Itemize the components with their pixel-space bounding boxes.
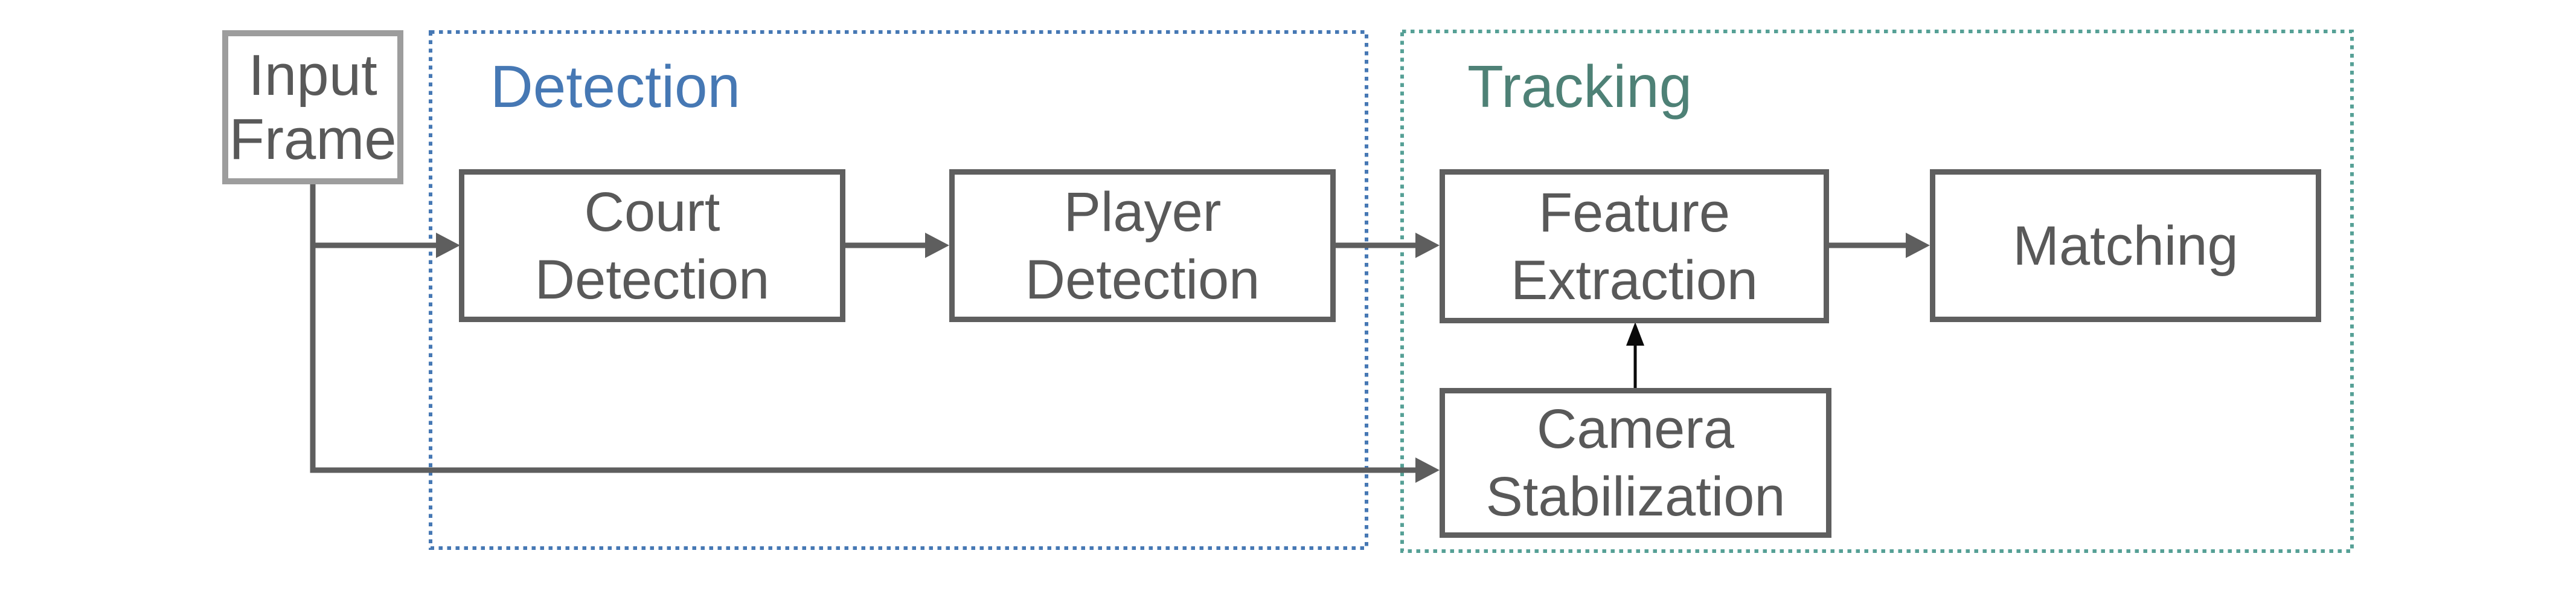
node-label-line: Player	[1063, 181, 1222, 243]
arrowhead	[1906, 233, 1930, 258]
edge-feature-extraction-to-matching	[1827, 233, 1930, 258]
node-label-line: Matching	[2013, 215, 2238, 277]
arrowhead	[1415, 457, 1440, 483]
node-label-line: Frame	[229, 106, 397, 172]
detection-group-label: Detection	[490, 53, 741, 120]
node-label-line: Detection	[534, 248, 770, 311]
node-matching: Matching	[1930, 169, 2321, 322]
node-label-line: Camera	[1536, 398, 1735, 460]
arrowhead	[436, 233, 460, 258]
node-label-line: Feature	[1538, 181, 1731, 244]
node-label-line: Input	[248, 42, 377, 108]
edge-camera-stabilization-to-feature-extraction	[1626, 322, 1644, 390]
arrowhead	[925, 233, 949, 258]
tracking-group-border	[1400, 30, 2354, 553]
node-input-frame: Input Frame	[222, 30, 403, 184]
edge-court-detection-to-player-detection	[843, 233, 949, 258]
node-label-line: Court	[584, 181, 720, 243]
arrowhead	[1415, 233, 1440, 258]
detection-group-border	[429, 30, 1368, 550]
tracking-group-label: Tracking	[1467, 53, 1693, 120]
arrowhead	[1626, 322, 1644, 346]
edge-line	[310, 181, 1417, 473]
edge-input-frame-to-camera-stabilization	[310, 181, 1440, 483]
node-camera-stabilization: Camera Stabilization	[1440, 388, 1831, 538]
node-label-line: Stabilization	[1485, 466, 1786, 528]
node-court-detection: Court Detection	[459, 169, 845, 322]
edge-player-detection-to-feature-extraction	[1333, 233, 1440, 258]
node-player-detection: Player Detection	[949, 169, 1336, 322]
node-label-line: Detection	[1025, 248, 1260, 311]
edge-input-frame-to-court-detection	[313, 233, 460, 258]
node-label-line: Extraction	[1510, 249, 1758, 311]
node-feature-extraction: Feature Extraction	[1440, 169, 1829, 323]
